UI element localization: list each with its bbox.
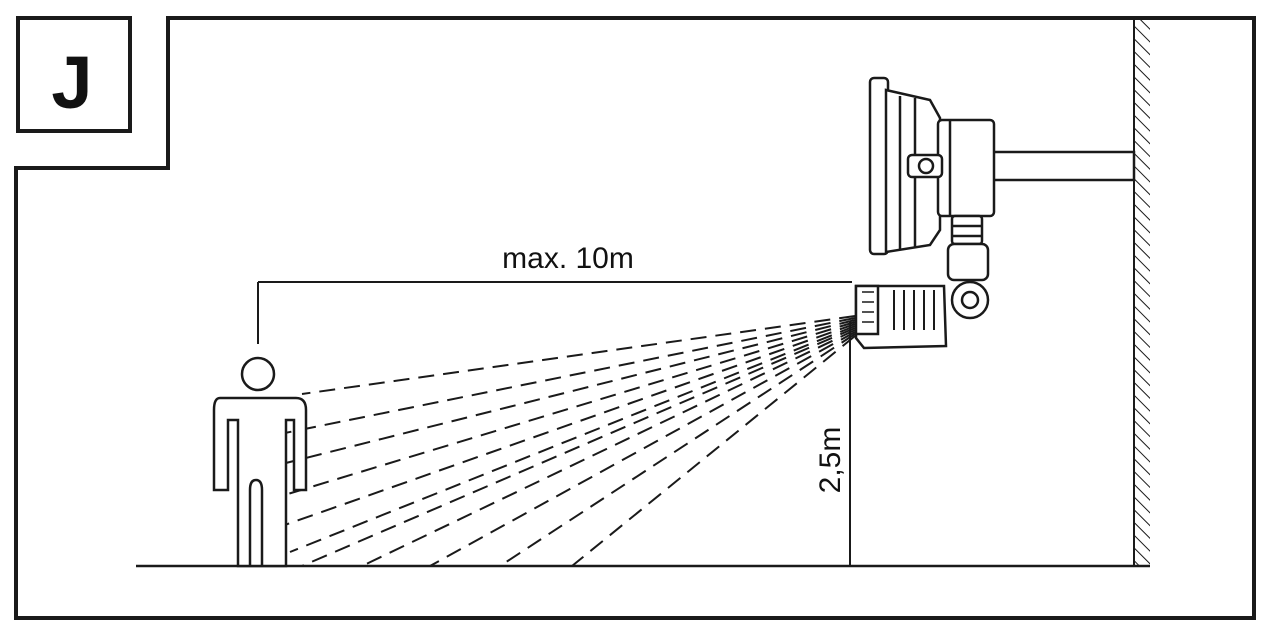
floodlight-with-motion-sensor-icon <box>854 76 1136 350</box>
detection-beams <box>257 315 856 567</box>
panel-label: J <box>51 41 92 124</box>
height-label: 2,5m <box>814 427 847 494</box>
wall <box>1133 20 1150 566</box>
panel-label-box: J <box>16 16 132 133</box>
person-silhouette-icon <box>212 356 308 568</box>
outer-frame <box>14 16 1256 620</box>
distance-dimension <box>257 281 852 344</box>
distance-label: max. 10m <box>502 242 634 275</box>
